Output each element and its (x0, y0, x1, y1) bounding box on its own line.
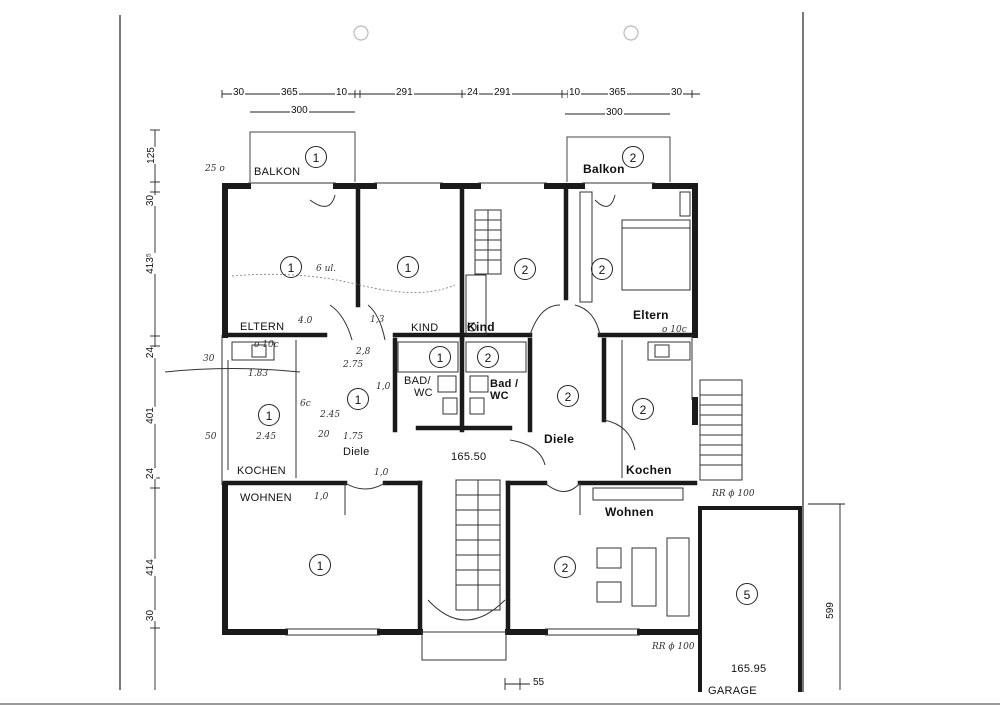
handwritten-note: 1,0 (374, 468, 389, 478)
handwritten-note: 1,3 (370, 315, 385, 325)
dim-top-sub-0: 300 (290, 105, 309, 116)
dim-left-2: 413⁵ (144, 253, 156, 274)
handwritten-note: 1,0 (376, 382, 391, 392)
dim-top-6: 10 (568, 87, 582, 98)
dim-top-4: 24 (466, 87, 480, 98)
room-label-diele-1: Diele (343, 446, 370, 458)
unit-marker-balkon-2: 2 (622, 146, 644, 168)
dim-top-8: 30 (670, 87, 684, 98)
room-label-kind-1: KIND (411, 322, 439, 334)
unit-marker-bad-1: 1 (429, 346, 451, 368)
dim-right-garage: 599 (824, 602, 836, 619)
dim-left-5: 24 (145, 467, 157, 480)
room-label-balkon-1: BALKON (254, 166, 301, 178)
handwritten-note: 6c (300, 399, 311, 409)
garage-walls (698, 506, 802, 692)
unit-marker-kochen-1: 1 (258, 404, 280, 426)
annotation-rr-2: RR ϕ 100 (652, 642, 695, 652)
dim-top-5: 291 (493, 87, 512, 98)
room-label-balkon-2: Balkon (583, 162, 625, 176)
unit-marker-balkon-1: 1 (305, 146, 327, 168)
unit-marker-bad-2: 2 (477, 346, 499, 368)
dim-top-0: 30 (232, 87, 246, 98)
handwritten-note: 2.45 (320, 410, 341, 420)
handwritten-note: 1.75 (343, 432, 364, 442)
room-label-bad-1a: BAD/ (404, 375, 431, 387)
fixtures (221, 182, 743, 661)
door-swings (309, 194, 636, 515)
hand-sketch-line-left (164, 368, 301, 373)
level-garage: 165.95 (731, 663, 767, 675)
dim-left-3: 24 (145, 346, 157, 359)
exterior-walls (222, 183, 698, 635)
handwritten-note: 30 (203, 354, 215, 364)
room-label-bad-2a: Bad / (490, 378, 519, 390)
handwritten-note: 2.75 (343, 360, 364, 370)
dim-left-1: 30 (145, 194, 157, 207)
room-label-garage: GARAGE (708, 685, 757, 697)
handwritten-note: 1.83 (248, 369, 269, 379)
room-label-bad-1b: WC (414, 387, 433, 399)
room-label-eltern-1: ELTERN (240, 321, 285, 333)
annotation-rr-1: RR ϕ 100 (712, 489, 755, 499)
handwritten-note: 2,8 (356, 347, 371, 357)
punch-hole-left (353, 25, 369, 41)
handwritten-note: 2.45 (256, 432, 277, 442)
room-label-wohnen-2: Wohnen (605, 505, 654, 519)
right-dimension-lines (808, 503, 845, 690)
dim-top-2: 10 (335, 87, 349, 98)
unit-marker-eltern-1: 1 (280, 256, 302, 278)
annotation-dn1: o 10c (254, 340, 279, 350)
unit-marker-eltern-2: 2 (591, 258, 613, 280)
dim-top-1: 365 (280, 87, 299, 98)
dim-left-0: 125 (145, 147, 157, 164)
room-label-kind-2: Kind (467, 320, 495, 334)
dim-top-7: 365 (608, 87, 627, 98)
punch-hole-right (623, 25, 639, 41)
bottom-dimension-lines (504, 678, 530, 690)
room-label-wohnen-1: WOHNEN (240, 492, 292, 504)
room-label-kochen-2: Kochen (626, 463, 672, 477)
room-label-kochen-1: KOCHEN (237, 465, 286, 477)
interior-walls (222, 187, 698, 635)
room-label-bad-2b: WC (490, 390, 509, 402)
balconies (249, 131, 671, 182)
unit-marker-diele-1: 1 (347, 388, 369, 410)
room-label-eltern-2: Eltern (633, 308, 669, 322)
dim-left-4: 401 (144, 407, 156, 424)
dim-top-sub-1: 300 (605, 107, 624, 118)
dim-top-3: 291 (395, 87, 414, 98)
handwritten-note: 4.0 (298, 316, 313, 326)
unit-marker-wohnen-2: 2 (554, 556, 576, 578)
handwritten-note: 20 (318, 430, 330, 440)
level-stair: 165.50 (451, 451, 487, 463)
dim-left-6: 414 (144, 559, 156, 576)
unit-marker-garage: 5 (736, 583, 758, 605)
unit-marker-kind-2: 2 (514, 258, 536, 280)
unit-marker-kochen-2: 2 (632, 398, 654, 420)
unit-marker-wohnen-1: 1 (309, 554, 331, 576)
handwritten-note: 1,0 (314, 492, 329, 502)
handwritten-note: 50 (205, 432, 217, 442)
room-label-diele-2: Diele (544, 432, 575, 446)
handwritten-note: 6 ul. (316, 264, 337, 274)
dim-left-7: 30 (145, 609, 157, 622)
unit-marker-diele-2: 2 (557, 385, 579, 407)
annotation-bz: 25 o (205, 164, 225, 174)
dim-bottom: 55 (532, 677, 546, 688)
annotation-dn: o 10c (662, 325, 687, 335)
unit-marker-kind-1: 1 (397, 256, 419, 278)
hand-sketch-line (231, 273, 456, 293)
